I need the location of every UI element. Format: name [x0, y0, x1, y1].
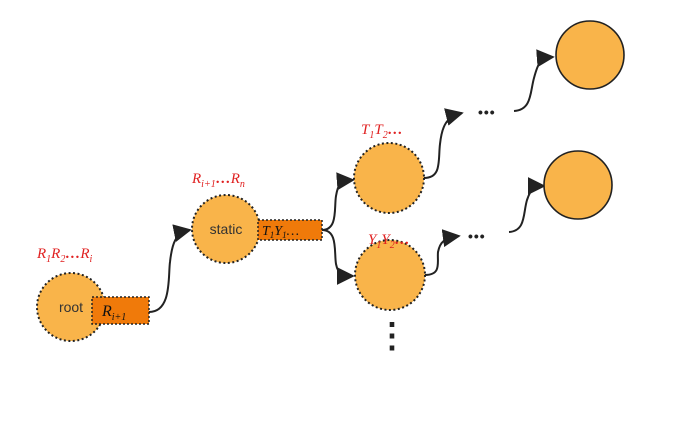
root-tag-label: Ri+1 [101, 303, 126, 323]
root-node-label: root [59, 299, 83, 315]
lower-path-label: Y1Y2… [368, 232, 410, 251]
connector-lower-to-ellipsis [424, 229, 461, 276]
connector-static-to-upper [321, 172, 355, 231]
root-path-label: R1R2…Ri [36, 246, 93, 265]
connector-ellipsis-to-far-upper [513, 49, 555, 112]
vertical-ellipsis: ⋮ [375, 317, 409, 355]
static-tag-label: T1Y1… [262, 224, 299, 240]
upper-path-label: T1T2… [361, 122, 403, 141]
upper-ellipsis: ••• [478, 104, 496, 120]
upper-child-node [353, 142, 425, 214]
static-tag [257, 219, 323, 241]
lower-ellipsis: ••• [468, 228, 486, 244]
connector-static-to-lower [321, 229, 355, 285]
connector-ellipsis-to-far-lower [508, 177, 546, 233]
root-tag [91, 296, 150, 325]
lower-child-node [354, 239, 426, 311]
connector-root-to-static [148, 224, 192, 313]
connector-upper-to-ellipsis [423, 108, 464, 179]
far-lower-node [543, 150, 613, 220]
static-node-label: static [210, 221, 243, 237]
static-path-label: Ri+1…Rn [191, 171, 245, 190]
far-upper-node [555, 20, 625, 90]
